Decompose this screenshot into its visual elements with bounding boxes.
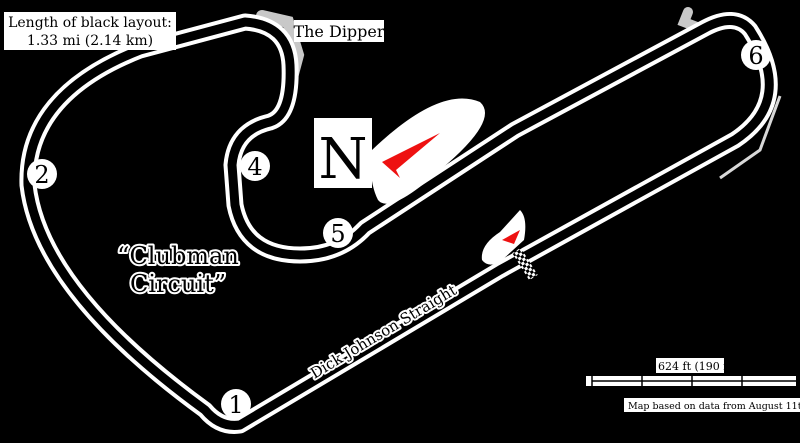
svg-text:Map based on data from August: Map based on data from August 11th, 20 — [628, 401, 800, 412]
corner-marker-5: 5 — [323, 218, 353, 248]
straight-label: Dick Johnson Straight — [307, 281, 460, 382]
start-direction-arrow — [481, 210, 526, 265]
corner-marker-2: 2 — [27, 159, 57, 189]
north-letter: N — [319, 127, 368, 192]
corner-marker-1: 1 — [221, 389, 251, 419]
svg-text:Circuit”: Circuit” — [130, 270, 226, 298]
svg-text:1: 1 — [228, 391, 243, 419]
length-line-2: 1.33 mi (2.14 km) — [27, 33, 153, 49]
track-length-label: Length of black layout: 1.33 mi (2.14 km… — [4, 12, 176, 50]
scale-label: 624 ft (190 m — [658, 360, 734, 373]
corner-marker-6: 6 — [741, 40, 771, 70]
svg-text:2: 2 — [34, 161, 49, 189]
north-arrow: N — [314, 98, 485, 204]
svg-text:5: 5 — [330, 220, 345, 248]
start-finish-line — [512, 247, 538, 281]
svg-text:4: 4 — [247, 153, 262, 181]
svg-text:The Dipper: The Dipper — [293, 22, 384, 41]
layout-name-label: “Clubman Circuit” — [115, 240, 241, 300]
svg-text:6: 6 — [748, 42, 763, 70]
credit-label: Map based on data from August 11th, 20 — [624, 398, 800, 412]
length-line-1: Length of black layout: — [8, 15, 172, 31]
scale-bar: 624 ft (190 m — [586, 358, 796, 386]
dipper-label: The Dipper — [293, 20, 385, 42]
black-layout-track — [19, 12, 778, 434]
corner-marker-4: 4 — [240, 151, 270, 181]
svg-text:“Clubman: “Clubman — [117, 242, 239, 270]
